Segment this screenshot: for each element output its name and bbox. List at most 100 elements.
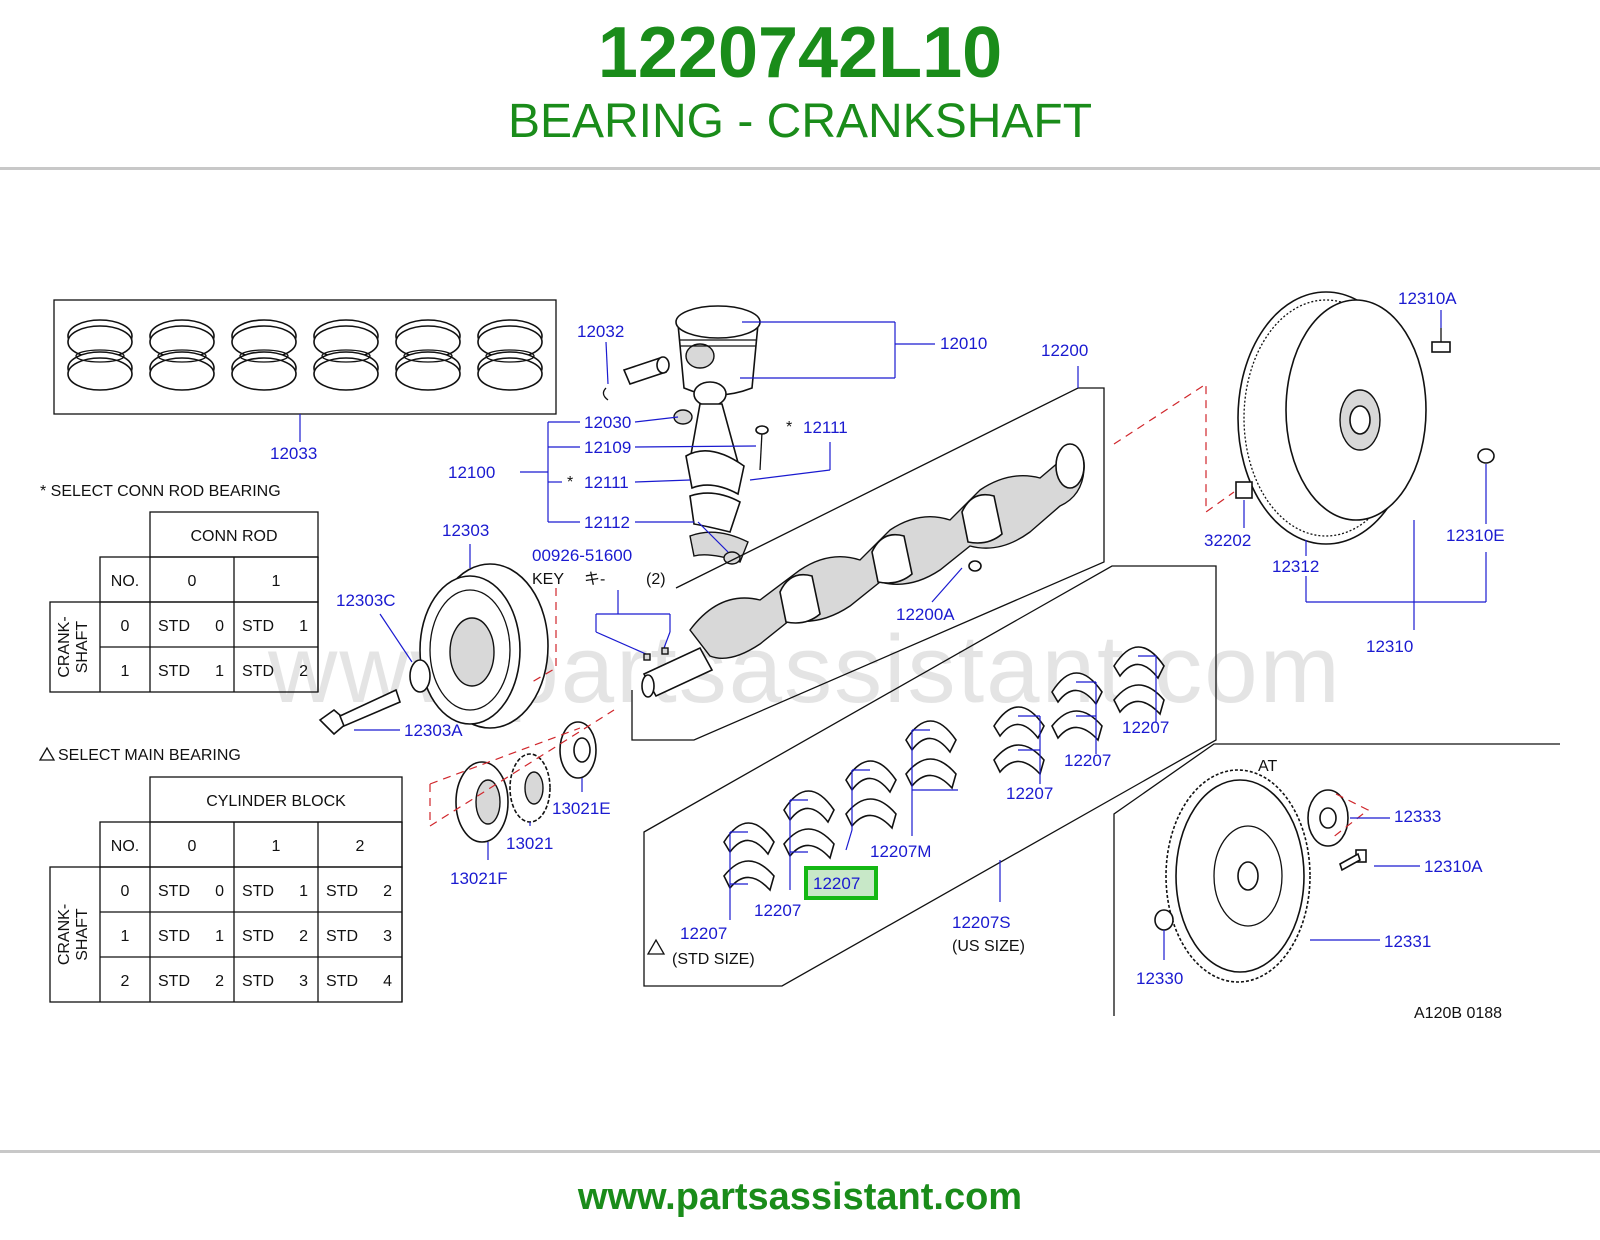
- bearing-shell: [783, 790, 835, 860]
- callout-12303C[interactable]: 12303C: [336, 591, 396, 610]
- table-col-header: 2: [356, 838, 365, 855]
- pulley-bolt-illustration: [318, 688, 401, 736]
- callout-32202[interactable]: 32202: [1204, 531, 1251, 550]
- table-cell-num: 1: [299, 618, 308, 635]
- piston-ring-pair: [395, 319, 461, 391]
- select-main-bearing-heading: SELECT MAIN BEARING: [58, 747, 241, 764]
- callout-12207-r1[interactable]: 12207: [1122, 718, 1169, 737]
- table-row-no: 2: [121, 973, 130, 990]
- bearing-shell: [905, 720, 957, 790]
- callout-12010[interactable]: 12010: [940, 334, 987, 353]
- table-cell-num: 2: [299, 663, 308, 680]
- table-col-header: 0: [188, 573, 197, 590]
- pilot-bushing-illustration: [1235, 481, 1253, 499]
- header-divider: [0, 167, 1600, 170]
- table-cell-num: 1: [215, 928, 224, 945]
- bearing-shell: [1113, 646, 1165, 716]
- callout-13021E[interactable]: 13021E: [552, 799, 611, 818]
- table-cell-std: STD: [242, 618, 274, 635]
- callout-12333[interactable]: 12333: [1394, 807, 1441, 826]
- snap-ring-illustration: [602, 387, 609, 401]
- piston-ring-pair: [149, 319, 215, 391]
- key-label: KEY: [532, 571, 564, 588]
- callout-12207-highlighted[interactable]: 12207: [813, 874, 860, 893]
- callout-12207-r2[interactable]: 12207: [1064, 751, 1111, 770]
- bearing-shell: [1051, 672, 1103, 742]
- table-cell-num: 3: [299, 973, 308, 990]
- callout-12207S[interactable]: 12207S: [952, 913, 1011, 932]
- pulley-washer-illustration: [409, 659, 431, 693]
- flywheel-bolt-illustration: [1431, 328, 1451, 353]
- table-cell-num: 3: [383, 928, 392, 945]
- table-cell-std: STD: [242, 928, 274, 945]
- crankshaft-illustration: [641, 443, 1085, 698]
- page-header: 1220742L10 BEARING - CRANKSHAFT: [0, 0, 1600, 168]
- callout-12310A-top[interactable]: 12310A: [1398, 289, 1457, 308]
- drive-plate-at-illustration: [1165, 769, 1311, 983]
- callout-12303A[interactable]: 12303A: [404, 721, 463, 740]
- table-col-header: 1: [272, 573, 281, 590]
- callout-12310[interactable]: 12310: [1366, 637, 1413, 656]
- callout-12330[interactable]: 12330: [1136, 969, 1183, 988]
- piston-ring-pair: [67, 319, 133, 391]
- footer-url[interactable]: www.partsassistant.com: [577, 1176, 1023, 1218]
- flywheel-mt-illustration: [1237, 291, 1427, 545]
- callout-12111-left[interactable]: 12111: [584, 473, 629, 492]
- callout-12312[interactable]: 12312: [1272, 557, 1319, 576]
- piston-ring-pair: [231, 319, 297, 391]
- at-spacer-illustration: [1154, 909, 1174, 931]
- table-group-header: CONN ROD: [190, 528, 277, 545]
- callout-12207-l1[interactable]: 12207: [680, 924, 727, 943]
- table-group-header: CYLINDER BLOCK: [206, 793, 346, 810]
- callout-12207-l2[interactable]: 12207: [754, 901, 801, 920]
- callout-12310A-bottom[interactable]: 12310A: [1424, 857, 1483, 876]
- part-number-title: 1220742L10: [597, 13, 1003, 93]
- callout-12109[interactable]: 12109: [584, 438, 631, 457]
- callout-12331[interactable]: 12331: [1384, 932, 1431, 951]
- at-label: AT: [1258, 758, 1277, 775]
- table-cell-num: 0: [215, 883, 224, 900]
- callout-12207M[interactable]: 12207M: [870, 842, 931, 861]
- table-cell-std: STD: [158, 663, 190, 680]
- table-cell-std: STD: [326, 883, 358, 900]
- callout-12030[interactable]: 12030: [584, 413, 631, 432]
- table-cell-std: STD: [242, 973, 274, 990]
- key-quantity: (2): [646, 571, 666, 588]
- table-row-no: 0: [121, 883, 130, 900]
- table-row-no: 1: [121, 663, 130, 680]
- piston-pin-illustration: [622, 356, 670, 385]
- callout-13021[interactable]: 13021: [506, 834, 553, 853]
- callout-12112[interactable]: 12112: [584, 513, 630, 532]
- table-side-label: SHAFT: [74, 621, 91, 674]
- callout-12200A[interactable]: 12200A: [896, 605, 955, 624]
- main-bearing-box: [643, 565, 1217, 987]
- callout-12200[interactable]: 12200: [1041, 341, 1088, 360]
- at-bolt-illustration: [1339, 849, 1367, 872]
- table-cell-std: STD: [242, 883, 274, 900]
- callout-12111-right[interactable]: 12111: [803, 418, 848, 437]
- table-cell-num: 2: [383, 883, 392, 900]
- callout-12303[interactable]: 12303: [442, 521, 489, 540]
- star-mark-2: *: [786, 419, 792, 436]
- exploded-parts-diagram: www.partsassistant.com 12033 12010 12032…: [38, 289, 1560, 1022]
- table-cell-std: STD: [158, 973, 190, 990]
- triangle-mark-main: [38, 746, 56, 761]
- key-part-1: [643, 653, 651, 661]
- callout-12033[interactable]: 12033: [270, 444, 317, 463]
- callout-13021F[interactable]: 13021F: [450, 869, 508, 888]
- key-japanese-label: キ-: [584, 571, 605, 588]
- callout-12310E[interactable]: 12310E: [1446, 526, 1505, 545]
- table-cell-num: 2: [299, 928, 308, 945]
- select-conn-rod-heading: * SELECT CONN ROD BEARING: [40, 483, 281, 500]
- callout-00926-51600[interactable]: 00926-51600: [532, 546, 632, 565]
- crank-pulley-illustration: [419, 563, 549, 729]
- callout-12100[interactable]: 12100: [448, 463, 495, 482]
- table-cell-num: 0: [215, 618, 224, 635]
- callout-12032[interactable]: 12032: [577, 322, 624, 341]
- callout-12207-r3[interactable]: 12207: [1006, 784, 1053, 803]
- star-mark-1: *: [567, 474, 573, 491]
- piston-ring-pair: [313, 319, 379, 391]
- reinforcement-plate-illustration: [1307, 789, 1349, 847]
- table-col-header: 0: [188, 838, 197, 855]
